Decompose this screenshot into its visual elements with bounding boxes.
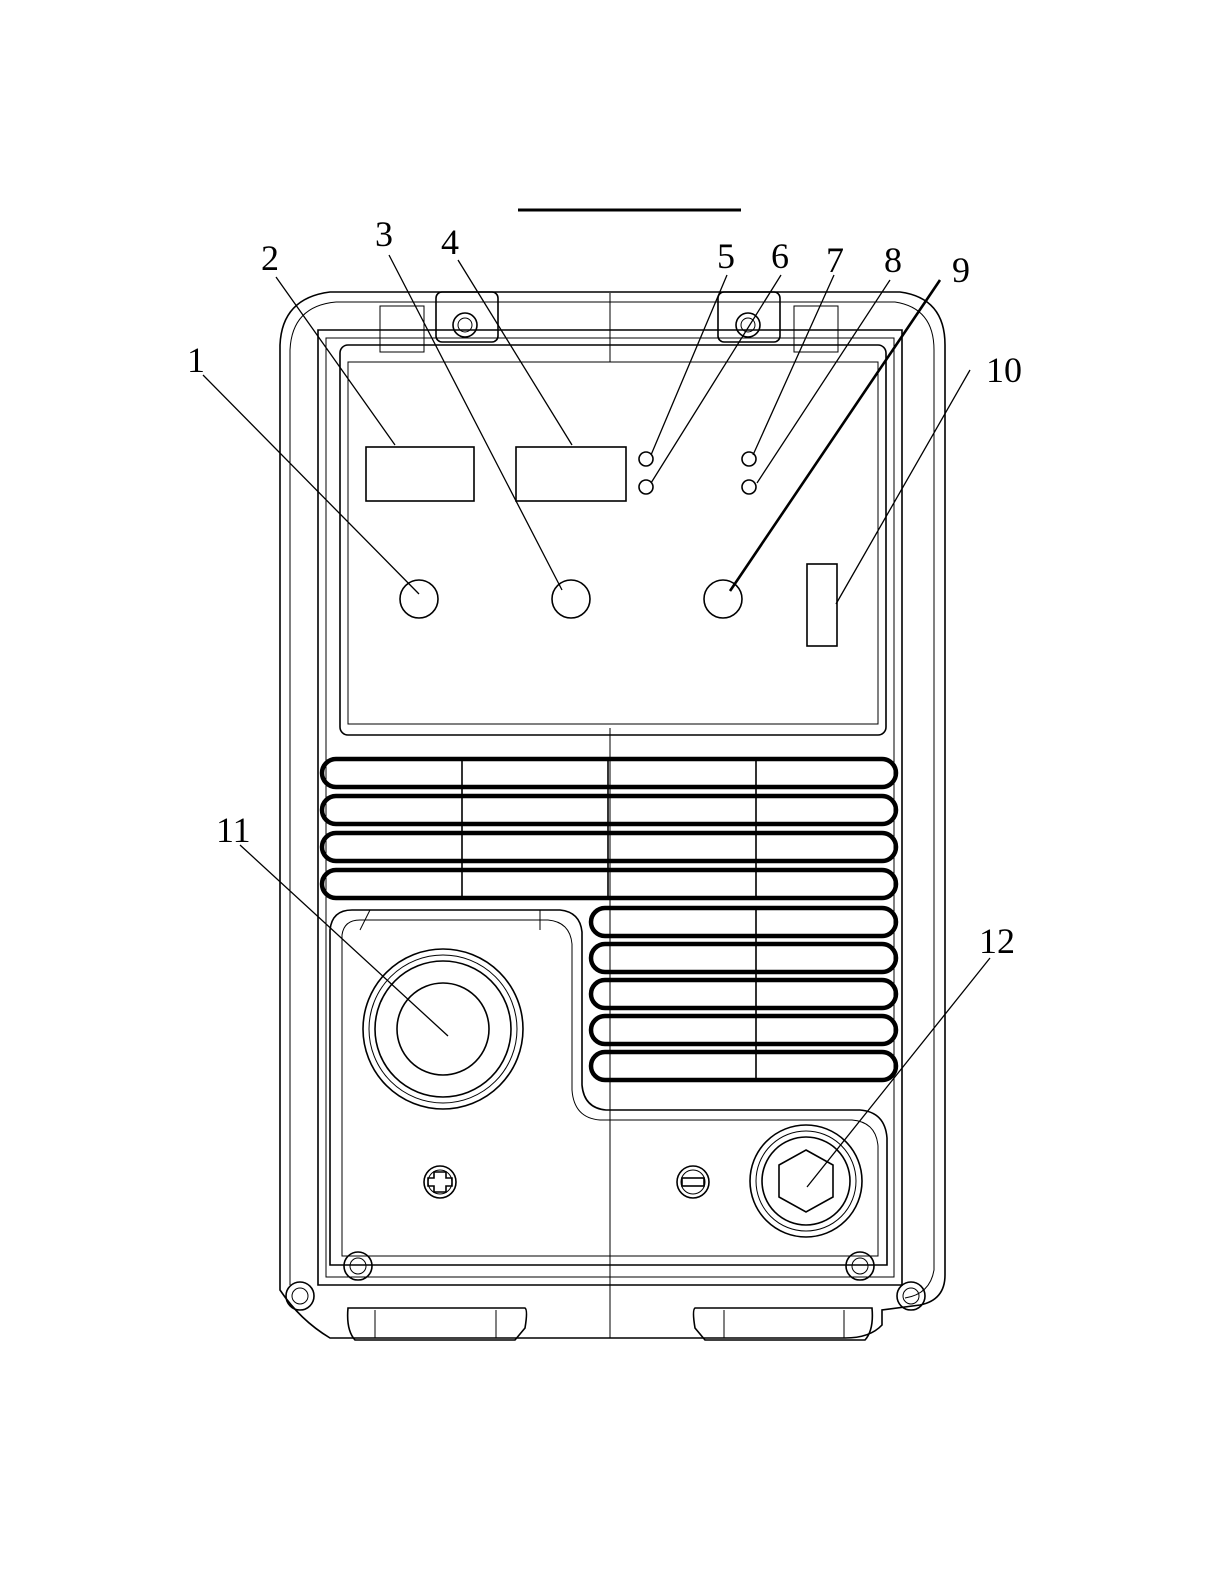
display-left (366, 447, 474, 501)
negative-polarity-symbol (677, 1166, 709, 1198)
display-right (516, 447, 626, 501)
indicator-led-8 (742, 480, 756, 494)
vent-louvres-lower (591, 906, 896, 1082)
knob-3 (552, 580, 590, 618)
callout-label-5: 5 (717, 236, 735, 276)
output-socket-negative (750, 1125, 862, 1237)
positive-polarity-symbol (424, 1166, 456, 1198)
corner-screws (286, 1252, 925, 1310)
callout-label-6: 6 (771, 236, 789, 276)
callout-label-12: 12 (979, 921, 1015, 961)
switch-10 (807, 564, 837, 646)
callout-label-8: 8 (884, 240, 902, 280)
callout-label-10: 10 (986, 350, 1022, 390)
callout-label-7: 7 (826, 240, 844, 280)
knob-9 (704, 580, 742, 618)
callout-label-4: 4 (441, 222, 459, 262)
callout-label-3: 3 (375, 214, 393, 254)
callout-label-2: 2 (261, 238, 279, 278)
knob-1 (400, 580, 438, 618)
top-hinge-left (380, 292, 498, 352)
callout-label-11: 11 (216, 810, 251, 850)
vent-louvres-upper (322, 757, 896, 900)
leader-lines (203, 255, 990, 1187)
lower-left-recess (330, 910, 887, 1265)
top-hinge-right (718, 292, 838, 352)
callout-label-9: 9 (952, 250, 970, 290)
control-panel (340, 345, 886, 735)
housing-outline (280, 292, 945, 1338)
output-socket-positive (363, 949, 523, 1109)
callout-label-1: 1 (187, 340, 205, 380)
